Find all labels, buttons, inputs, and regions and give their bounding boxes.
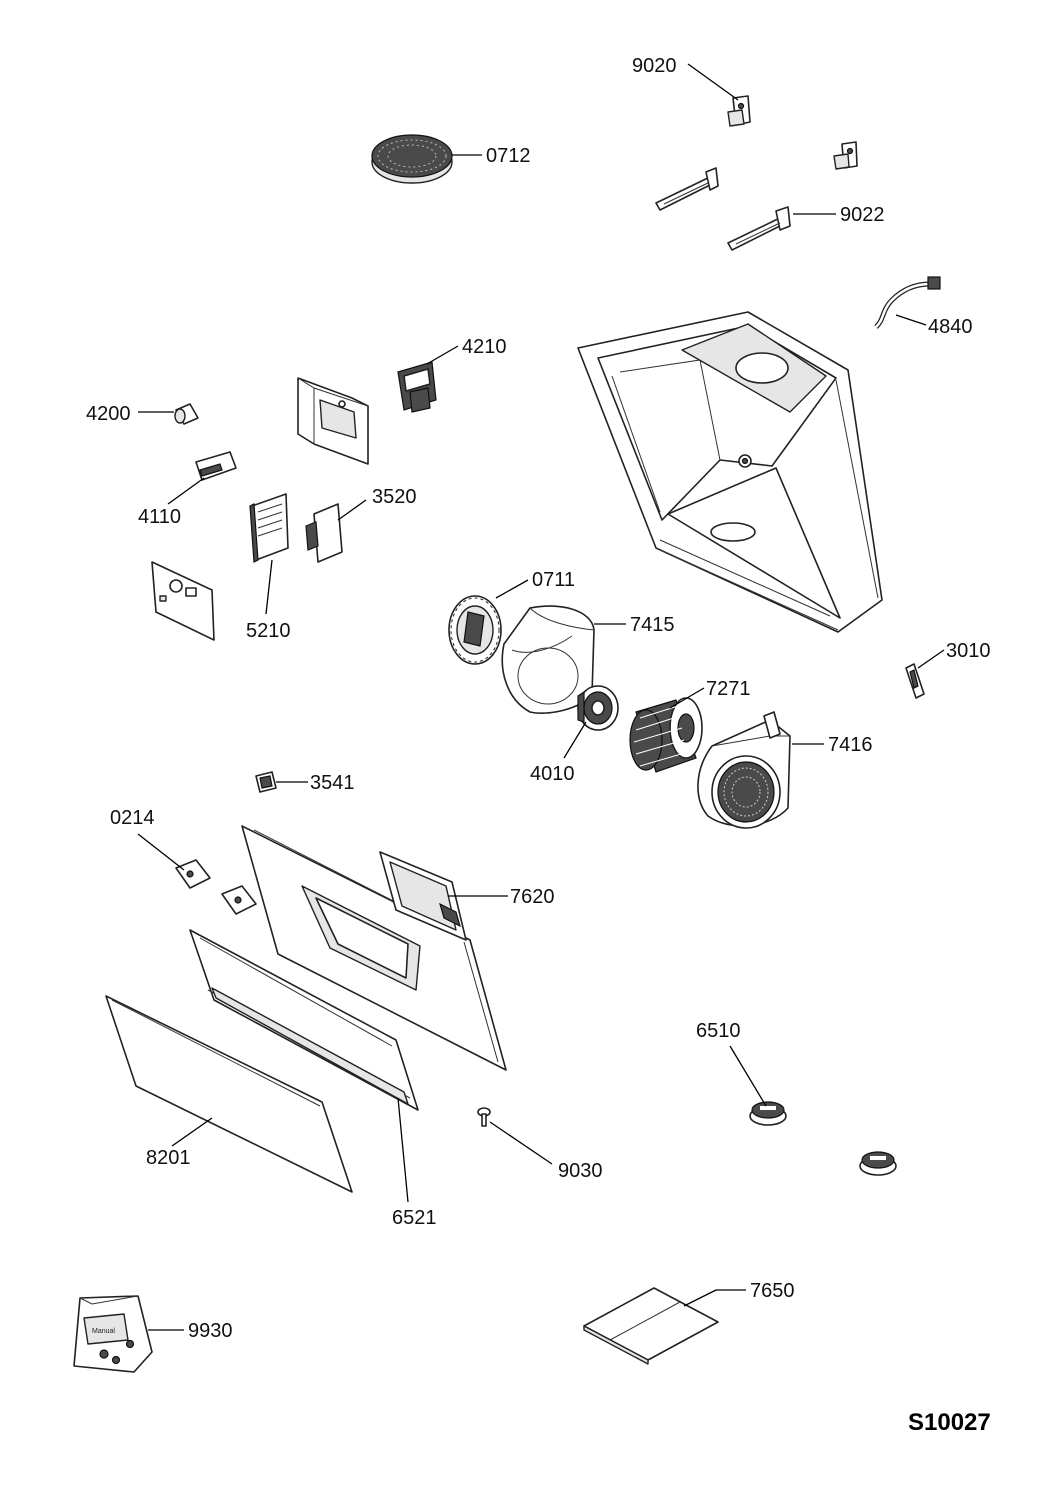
part-5210-pcb[interactable] [249, 493, 289, 563]
part-7415-fan-housing[interactable] [501, 605, 595, 714]
leader-4210 [426, 345, 459, 365]
part-9030-screw[interactable] [477, 1107, 491, 1127]
label-9930: 9930 [188, 1320, 233, 1342]
label-5210: 5210 [246, 620, 291, 642]
label-4210: 4210 [462, 336, 507, 358]
part-9020-bracket[interactable] [727, 95, 751, 127]
leader-0214 [137, 833, 185, 871]
part-6521-glass-frame[interactable] [189, 929, 419, 1111]
part-7416-fan-housing-grille[interactable] [697, 711, 791, 829]
label-4010: 4010 [530, 763, 575, 785]
label-0712: 0712 [486, 145, 531, 167]
part-0214-clip-second[interactable] [221, 885, 257, 915]
part-4110-lamp-holder[interactable] [195, 451, 237, 481]
label-6521: 6521 [392, 1207, 437, 1229]
part-6510-knob[interactable] [749, 1101, 787, 1126]
part-9022-rail-second[interactable] [727, 206, 791, 251]
label-6510: 6510 [696, 1020, 741, 1042]
leader-4010 [563, 721, 587, 759]
leader-3520 [337, 499, 367, 521]
part-4010-motor[interactable] [577, 685, 619, 731]
label-9020: 9020 [632, 55, 677, 77]
part-0712-charcoal-filter[interactable] [371, 134, 453, 184]
bag-manual-text: Manual [92, 1328, 115, 1335]
label-4840: 4840 [928, 316, 973, 338]
label-3541: 3541 [310, 772, 355, 794]
leader-9020 [687, 63, 739, 101]
part-7271-impeller[interactable] [629, 697, 703, 773]
part-8201-glass[interactable] [105, 995, 353, 1193]
part-4200-capacitor[interactable] [174, 403, 199, 425]
label-4110: 4110 [138, 506, 181, 528]
label-7416: 7416 [828, 734, 873, 756]
part-9020-bracket-second[interactable] [833, 141, 858, 170]
leader-0711 [495, 579, 529, 599]
leader-7650 [683, 1289, 717, 1307]
label-7650: 7650 [750, 1280, 795, 1302]
drawing-code: S10027 [908, 1409, 991, 1436]
part-3010[interactable] [905, 663, 925, 699]
glass-panel-frame[interactable] [241, 825, 507, 1071]
leader-6510 [729, 1045, 767, 1107]
leader-5210 [265, 559, 273, 615]
label-3010: 3010 [946, 640, 991, 662]
part-3541-switch[interactable] [255, 771, 277, 793]
part-7620-grease-filter[interactable] [379, 851, 467, 941]
label-7620: 7620 [510, 886, 555, 908]
leader-7271 [669, 687, 705, 709]
leader-9030 [489, 1121, 553, 1165]
control-panel-plate[interactable] [151, 561, 215, 641]
label-3520: 3520 [372, 486, 417, 508]
hood-body[interactable] [577, 311, 883, 633]
label-0711: 0711 [532, 569, 575, 591]
part-3520-board[interactable] [305, 503, 343, 563]
leader-8201 [171, 1117, 213, 1147]
part-0214-clip[interactable] [175, 859, 211, 889]
part-0711-flange[interactable] [448, 595, 502, 665]
label-4200: 4200 [86, 403, 131, 425]
control-box-housing[interactable] [297, 377, 369, 465]
label-8201: 8201 [146, 1147, 191, 1169]
part-6510-knob-second[interactable] [859, 1151, 897, 1176]
label-9022: 9022 [840, 204, 885, 226]
label-0214: 0214 [110, 807, 155, 829]
leader-4110 [167, 477, 205, 505]
part-9022-rail[interactable] [655, 167, 719, 211]
leader-6521 [397, 1097, 409, 1203]
leader-4840 [895, 314, 927, 326]
leader-3010 [917, 649, 945, 669]
part-4840-cable[interactable] [874, 276, 941, 329]
label-7271: 7271 [706, 678, 751, 700]
label-9030: 9030 [558, 1160, 603, 1182]
label-7415: 7415 [630, 614, 675, 636]
part-4210-switch[interactable] [397, 361, 437, 413]
part-9930-accessory-bag[interactable]: Manual [73, 1295, 153, 1373]
